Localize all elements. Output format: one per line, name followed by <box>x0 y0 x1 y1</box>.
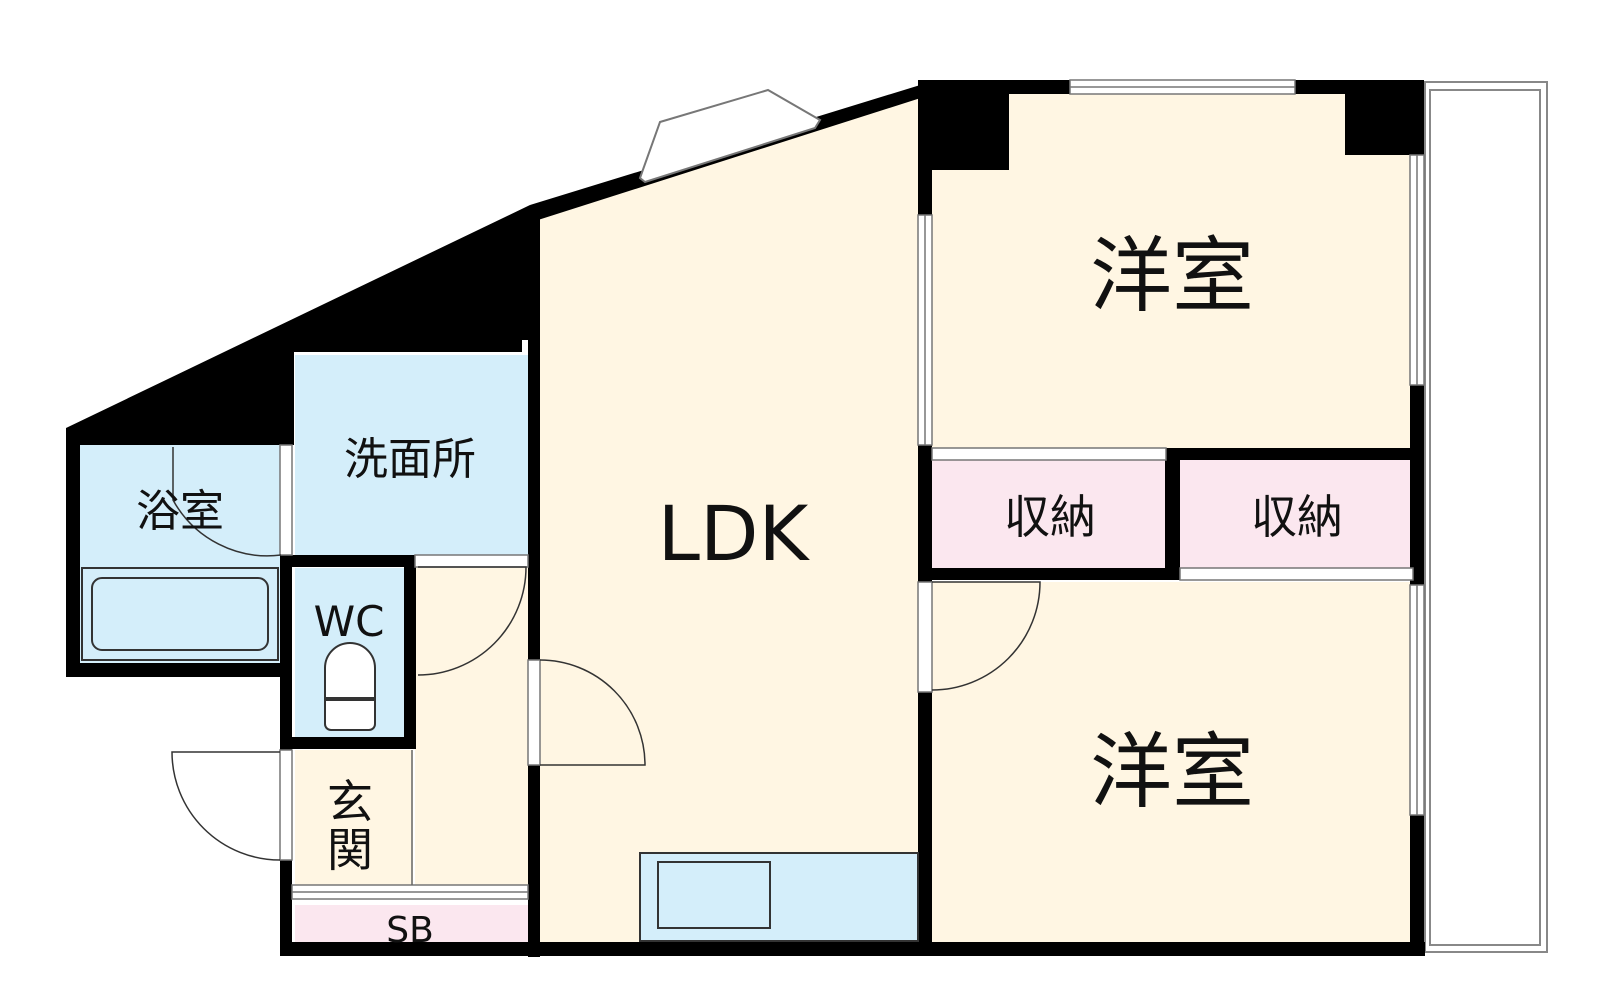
kitchen-counter <box>639 852 919 942</box>
balcony <box>1424 81 1548 953</box>
hall-floor <box>415 560 528 890</box>
shoe-box-label: SB <box>386 910 434 951</box>
storage-2-floor <box>1180 460 1413 568</box>
bathroom-label: 浴室 <box>136 486 224 537</box>
storage-2-label: 収納 <box>1251 490 1343 544</box>
windows <box>279 79 1425 900</box>
western-room-1-floor <box>930 90 1415 448</box>
western-room-2-floor <box>930 582 1415 952</box>
toilet-icon <box>324 642 376 731</box>
toilet-label: WC <box>314 597 385 646</box>
washroom-label: 洗面所 <box>344 434 476 485</box>
entrance-label-top: 玄 <box>327 775 373 829</box>
washroom-floor <box>295 355 528 555</box>
door-swings <box>171 447 1041 861</box>
entrance-label-bottom: 関 <box>327 823 373 877</box>
storage-1-floor <box>932 460 1166 568</box>
western-room-1-label: 洋室 <box>1090 229 1254 324</box>
entrance-floor <box>295 750 413 890</box>
ldk-floor <box>538 93 918 955</box>
bay-window <box>638 88 822 184</box>
bathtub <box>81 567 279 661</box>
western-room-2-label: 洋室 <box>1090 725 1254 820</box>
storage-1-label: 収納 <box>1004 490 1096 544</box>
ldk-label: LDK <box>658 489 811 578</box>
walls <box>66 80 1425 957</box>
